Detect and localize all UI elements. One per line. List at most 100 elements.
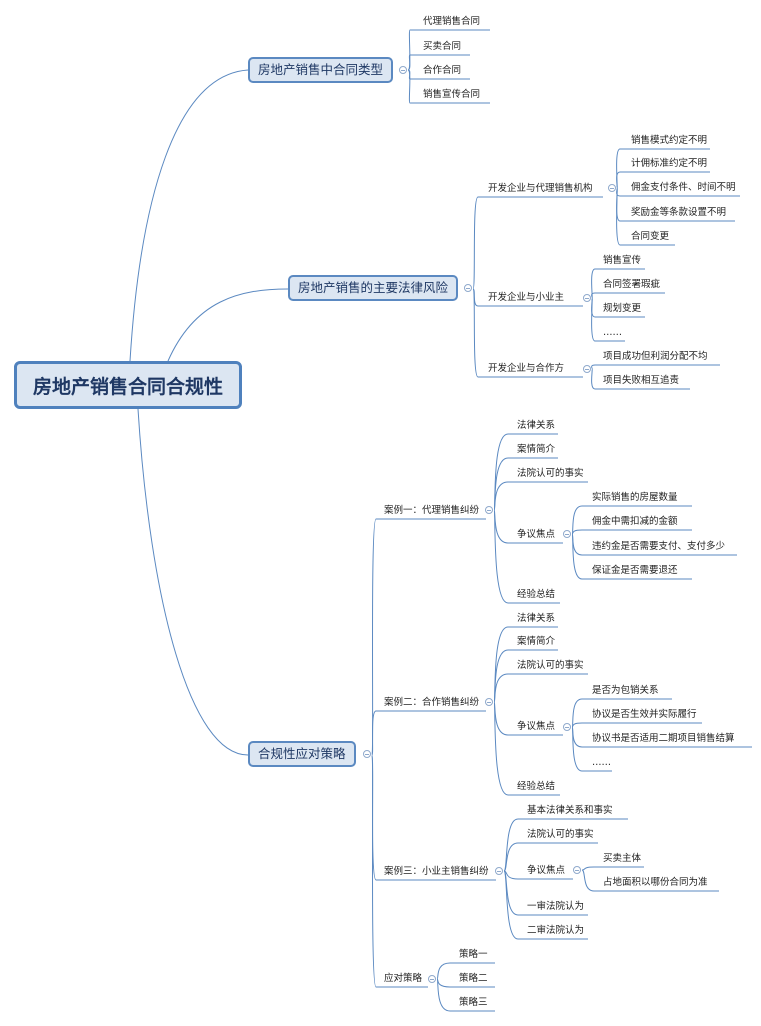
focus-item[interactable]: 实际销售的房屋数量 xyxy=(592,492,678,503)
risk-item[interactable]: 合同变更 xyxy=(631,231,670,242)
contract-type-item[interactable]: 代理销售合同 xyxy=(423,16,481,27)
strategy-item[interactable]: 策略三 xyxy=(459,997,488,1008)
connector-line xyxy=(472,288,479,378)
risk-group-agency[interactable]: 开发企业与代理销售机构 xyxy=(488,183,593,194)
case-item[interactable]: 法律关系 xyxy=(517,420,556,431)
connector-line xyxy=(407,29,411,71)
connector-line xyxy=(591,297,596,342)
connector-line xyxy=(591,364,596,370)
strategy-item[interactable]: 策略二 xyxy=(459,973,488,984)
risk-item[interactable]: 合同签署瑕疵 xyxy=(603,279,661,290)
branch-compliance-strategy[interactable]: 合规性应对策略 xyxy=(248,741,356,767)
connector-line xyxy=(571,529,583,535)
focus-item[interactable]: 佣金中需扣减的金额 xyxy=(592,516,678,527)
collapse-icon[interactable] xyxy=(573,866,581,874)
collapse-icon[interactable] xyxy=(563,723,571,731)
connector-line xyxy=(371,754,377,988)
connector-line xyxy=(436,978,451,1012)
strategy-item[interactable]: 策略一 xyxy=(459,949,488,960)
risk-item[interactable]: 项目成功但利润分配不均 xyxy=(603,351,708,362)
case-item[interactable]: 二审法院认为 xyxy=(527,925,585,936)
collapse-icon[interactable] xyxy=(563,530,571,538)
connector-line xyxy=(616,187,621,246)
focus-item[interactable]: 协议是否生效并实际履行 xyxy=(592,709,697,720)
collapse-icon[interactable] xyxy=(428,975,436,983)
strategy-group[interactable]: 应对策略 xyxy=(384,973,423,984)
collapse-icon[interactable] xyxy=(399,66,407,74)
case-item[interactable]: 案情简介 xyxy=(517,444,556,455)
collapse-icon[interactable] xyxy=(363,750,371,758)
collapse-icon[interactable] xyxy=(485,698,493,706)
risk-item[interactable]: 销售宣传 xyxy=(603,255,642,266)
connector-line xyxy=(493,701,509,796)
connector-line xyxy=(436,978,451,988)
case-item[interactable]: 经验总结 xyxy=(517,589,556,600)
collapse-icon[interactable] xyxy=(464,284,472,292)
connector-line xyxy=(472,288,479,307)
risk-item[interactable]: 佣金支付条件、时间不明 xyxy=(631,182,736,193)
focus-item[interactable]: 违约金是否需要支付、支付多少 xyxy=(592,541,726,552)
connector-line xyxy=(503,870,519,940)
root-topic[interactable]: 房地产销售合同合规性 xyxy=(14,361,242,409)
case-item[interactable]: 经验总结 xyxy=(517,781,556,792)
connector-line xyxy=(493,509,509,544)
risk-item[interactable]: 规划变更 xyxy=(603,303,642,314)
connector-line xyxy=(493,673,509,703)
focus-item[interactable]: 是否为包销关系 xyxy=(592,685,659,696)
contract-type-item[interactable]: 买卖合同 xyxy=(423,41,462,52)
root-connector xyxy=(167,288,289,362)
connector-line xyxy=(407,54,411,71)
case-item[interactable]: 案情简介 xyxy=(517,636,556,647)
contract-type-item[interactable]: 销售宣传合同 xyxy=(423,89,481,100)
connector-line xyxy=(591,368,596,390)
connector-line xyxy=(581,866,595,871)
branch-contract-types[interactable]: 房地产销售中合同类型 xyxy=(248,57,394,83)
focus-item[interactable]: 占地面积以哪份合同为准 xyxy=(603,877,708,888)
case-item[interactable]: 法院认可的事实 xyxy=(527,829,594,840)
risk-item[interactable]: …… xyxy=(603,327,622,338)
risk-item[interactable]: 奖励金等条款设置不明 xyxy=(631,207,727,218)
risk-group-partners[interactable]: 开发企业与合作方 xyxy=(488,363,565,374)
risk-group-owners[interactable]: 开发企业与小业主 xyxy=(488,292,565,303)
connector-line xyxy=(503,842,519,872)
contract-type-item[interactable]: 合作合同 xyxy=(423,65,462,76)
branch-legal-risks[interactable]: 房地产销售的主要法律风险 xyxy=(288,275,459,301)
risk-item[interactable]: 计佣标准约定不明 xyxy=(631,158,708,169)
connector-line xyxy=(436,962,451,980)
case-item[interactable]: 基本法律关系和事实 xyxy=(527,805,613,816)
connector-line xyxy=(581,869,595,892)
connector-line xyxy=(371,710,377,756)
case-item[interactable]: 争议焦点 xyxy=(517,529,556,540)
connector-line xyxy=(571,726,583,772)
connector-line xyxy=(591,292,596,299)
case-one[interactable]: 案例一：代理销售纠纷 xyxy=(384,505,480,516)
connector-line xyxy=(493,433,509,511)
case-two[interactable]: 案例二：合作销售纠纷 xyxy=(384,697,480,708)
case-item[interactable]: 争议焦点 xyxy=(517,721,556,732)
risk-item[interactable]: 项目失败相互追责 xyxy=(603,375,680,386)
focus-item[interactable]: 买卖主体 xyxy=(603,853,642,864)
focus-item[interactable]: 协议书是否适用二期项目销售结算 xyxy=(592,733,735,744)
collapse-icon[interactable] xyxy=(608,184,616,192)
focus-item[interactable]: 保证金是否需要退还 xyxy=(592,565,678,576)
case-three[interactable]: 案例三：小业主销售纠纷 xyxy=(384,866,489,877)
case-item[interactable]: 法院认可的事实 xyxy=(517,660,584,671)
connector-line xyxy=(571,533,583,580)
case-item[interactable]: 法院认可的事实 xyxy=(517,468,584,479)
collapse-icon[interactable] xyxy=(485,506,493,514)
connector-line xyxy=(571,722,583,728)
connector-line xyxy=(407,69,411,104)
case-item[interactable]: 一审法院认为 xyxy=(527,901,585,912)
focus-item[interactable]: …… xyxy=(592,757,611,768)
connector-line xyxy=(616,171,621,189)
collapse-icon[interactable] xyxy=(583,365,591,373)
collapse-icon[interactable] xyxy=(495,867,503,875)
collapse-icon[interactable] xyxy=(583,294,591,302)
root-connector xyxy=(129,69,249,362)
case-item[interactable]: 法律关系 xyxy=(517,613,556,624)
case-item[interactable]: 争议焦点 xyxy=(527,865,566,876)
root-connector xyxy=(137,408,249,756)
risk-item[interactable]: 销售模式约定不明 xyxy=(631,135,708,146)
connector-line xyxy=(493,626,509,703)
